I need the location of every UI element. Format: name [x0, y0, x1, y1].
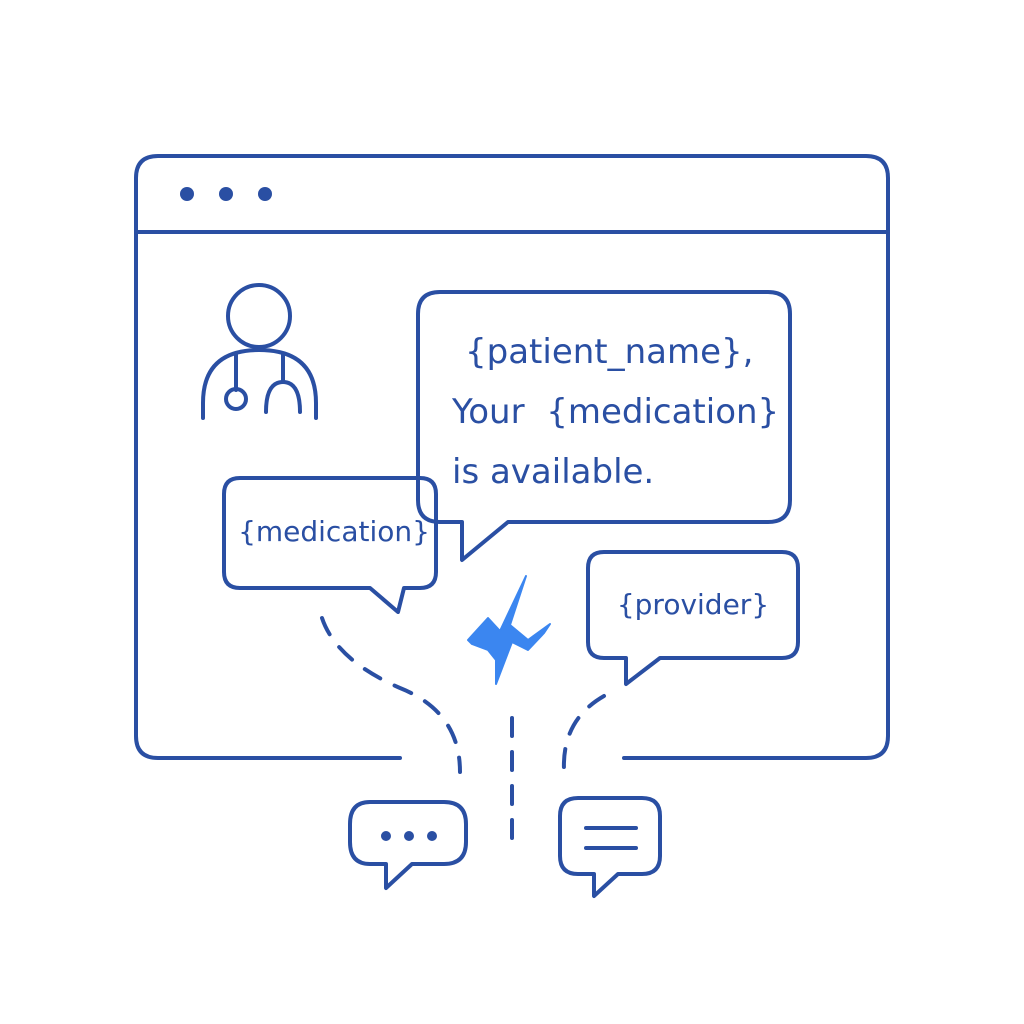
medication-placeholder-label: {medication}: [238, 515, 430, 548]
window-control-dot[interactable]: [219, 187, 233, 201]
connector-lines: [320, 616, 606, 840]
message-line-availability: is available.: [452, 452, 654, 492]
window-control-dot[interactable]: [258, 187, 272, 201]
window-frame: [134, 154, 890, 760]
chat-message-icon: [558, 796, 662, 898]
doctor-with-stethoscope-icon: [201, 283, 318, 420]
medication-placeholder-bubble: {medication}: [222, 476, 438, 614]
lightning-icon: [467, 575, 551, 685]
connector-line-left: [320, 616, 462, 774]
window-control-dot[interactable]: [180, 187, 194, 201]
provider-placeholder-bubble: {provider}: [586, 550, 800, 686]
provider-placeholder-label: {provider}: [617, 588, 769, 621]
message-line-greeting: {patient_name},: [465, 332, 754, 372]
message-line-medication: Your {medication}: [451, 392, 779, 432]
main-message-bubble: {patient_name}, Your {medication} is ava…: [416, 290, 792, 562]
chat-typing-icon: [348, 800, 468, 890]
window-controls: [180, 187, 272, 201]
browser-window: [134, 154, 890, 760]
connector-line-right: [561, 694, 606, 772]
